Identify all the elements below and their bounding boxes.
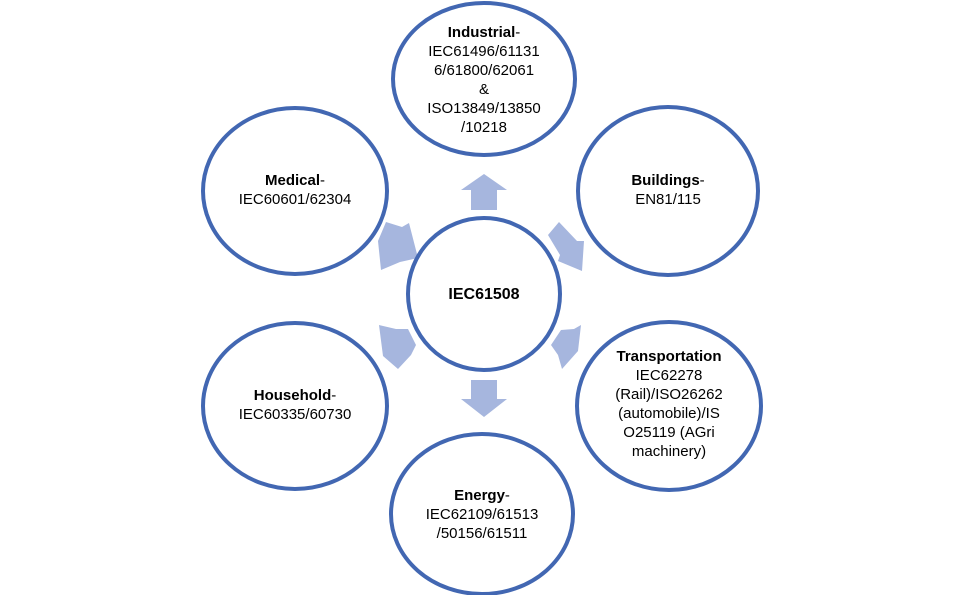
energy-heading-line: Energy- (454, 486, 510, 505)
arrow-to-buildings (548, 222, 584, 271)
buildings-circle (576, 105, 760, 277)
center-label: IEC61508 (448, 285, 520, 303)
buildings-line: EN81/115 (635, 191, 701, 208)
arrow-to-energy (461, 380, 507, 417)
medical-heading-line: Medical- (265, 171, 325, 190)
medical-heading: Medical (264, 172, 321, 189)
arrow-to-transportation (551, 325, 581, 369)
arrow-to-industrial (461, 174, 507, 210)
industrial-node: Industrial- IEC61496/61131 6/61800/62061… (400, 12, 568, 148)
transportation-line: (Rail)/ISO26262 (615, 386, 723, 403)
transportation-line: O25119 (AGri (623, 424, 715, 441)
household-node: Household- IEC60335/60730 (213, 383, 377, 427)
energy-heading: Energy (454, 486, 505, 504)
industrial-heading-tail: - (515, 24, 521, 41)
arrow-to-medical (378, 222, 418, 270)
medical-heading-tail: - (320, 172, 326, 189)
industrial-line: ISO13849/13850 (427, 100, 541, 117)
transportation-node: Transportation IEC62278 (Rail)/ISO26262 … (585, 344, 753, 464)
industrial-line: /10218 (461, 119, 507, 136)
industrial-line: & (478, 81, 489, 98)
household-heading-line: Household- (254, 386, 337, 405)
energy-heading-tail: - (504, 486, 510, 504)
energy-line: /50156/61511 (436, 524, 528, 542)
transportation-line: (automobile)/IS (618, 405, 720, 422)
transportation-line: IEC62278 (635, 367, 703, 384)
industrial-line: 6/61800/62061 (433, 62, 535, 79)
medical-line: IEC60601/62304 (238, 191, 352, 208)
buildings-heading-tail: - (699, 172, 705, 189)
buildings-heading: Buildings (631, 172, 700, 189)
arrow-to-household (379, 325, 416, 369)
buildings-heading-line: Buildings- (631, 171, 704, 190)
transportation-heading-line: Transportation (616, 347, 721, 366)
energy-circle (389, 432, 575, 595)
center-node: IEC61508 (420, 274, 548, 314)
industrial-line: IEC61496/61131 (428, 43, 540, 60)
household-line: IEC60335/60730 (238, 406, 352, 423)
buildings-node: Buildings- EN81/115 (588, 168, 748, 212)
center-circle (406, 216, 562, 372)
industrial-circle (391, 1, 577, 157)
industrial-heading-line: Industrial- (448, 23, 521, 42)
household-heading-tail: - (331, 387, 337, 404)
transportation-line: machinery) (631, 443, 707, 460)
medical-circle (201, 106, 389, 276)
medical-node: Medical- IEC60601/62304 (213, 168, 377, 212)
household-heading: Household (253, 387, 332, 404)
household-circle (201, 321, 389, 491)
industrial-heading: Industrial (447, 24, 516, 41)
transportation-heading: Transportation (616, 348, 722, 365)
transportation-circle (575, 320, 763, 492)
energy-line: IEC62109/61513 (425, 505, 539, 523)
energy-node: Energy- IEC62109/61513 /50156/61511 (400, 483, 564, 545)
